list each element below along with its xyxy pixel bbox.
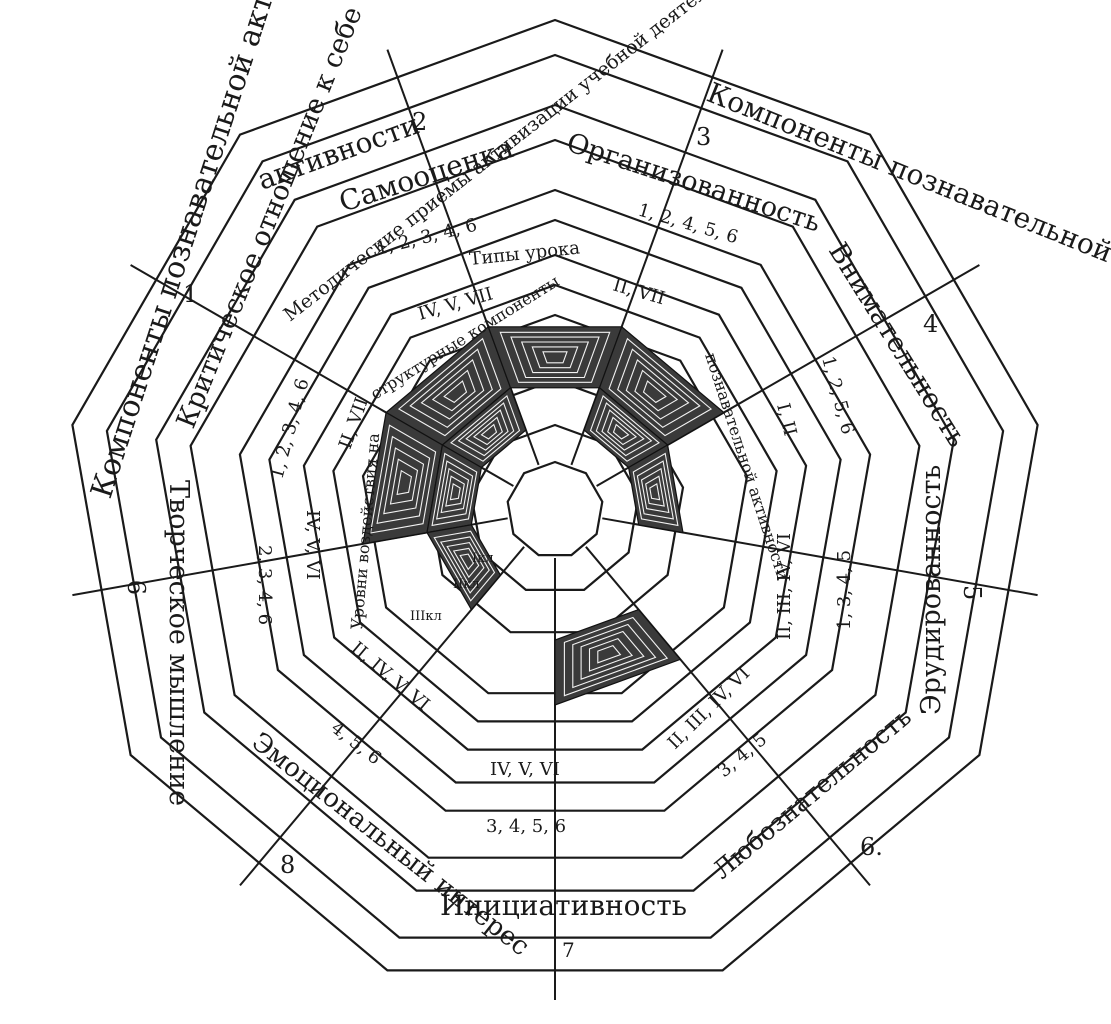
methods-value-4: 1, 2, 5, 6 — [817, 354, 858, 437]
ring-12 — [508, 462, 603, 555]
outer-number-9: 9 — [124, 580, 152, 595]
level-mark-2: IIкл — [453, 577, 480, 592]
methods-value-5: 1, 3, 4, 5 — [834, 550, 855, 630]
inner-cognitive-label: познавательной активности — [701, 350, 793, 582]
outer-number-5: 5 — [958, 585, 986, 600]
spoke-4 — [586, 547, 870, 886]
lesson-type-7: IV, V, VI — [490, 759, 560, 780]
methods-value-7: 3, 4, 5, 6 — [486, 816, 566, 837]
level-mark-1: Iкл — [472, 551, 494, 566]
outer-number-8: 8 — [280, 851, 295, 879]
level-mark-3: IIIкл — [410, 609, 442, 624]
hatched-cell-5 — [488, 327, 621, 388]
component-erudition: Эрудированность — [916, 465, 947, 715]
methods-value-1: 1, 2, 3, 4, 6 — [267, 376, 314, 481]
methods-value-8: 4, 5, 6 — [327, 717, 385, 769]
outer-number-4: 4 — [923, 310, 938, 338]
lesson-type-8: II, IV, V, VI — [347, 638, 434, 715]
component-creative: Творческое мышление — [163, 480, 194, 806]
lesson-type-4: I, II — [772, 401, 800, 438]
outer-number-3: 3 — [696, 123, 711, 151]
outer-number-6: 6. — [860, 833, 883, 861]
methods-value-6: 3, 4, 5 — [714, 729, 771, 782]
outer-number-7: 7 — [562, 938, 575, 962]
outer-number-1: 1 — [183, 280, 198, 308]
lesson-type-9: IV, V, VI — [302, 510, 323, 580]
methods-value-9: 2, 3, 4, 6 — [254, 545, 275, 625]
outer-number-2: 2 — [412, 108, 427, 136]
hatched-cell-10 — [555, 610, 680, 705]
lesson-type-6: II, III, IV, VI — [664, 663, 754, 753]
